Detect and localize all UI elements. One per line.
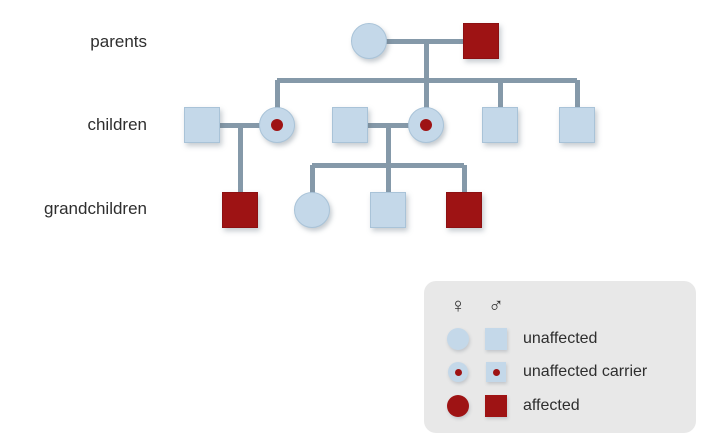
person-son-1 bbox=[482, 107, 518, 143]
connector-line bbox=[274, 80, 280, 125]
connector-line bbox=[423, 41, 429, 80]
legend-label-unaffected: unaffected bbox=[523, 330, 598, 347]
person-son-in-law-2 bbox=[332, 107, 368, 143]
generation-label-grandchildren: grandchildren bbox=[43, 199, 147, 218]
connector-line bbox=[423, 80, 429, 125]
legend-label-affected: affected bbox=[523, 397, 580, 414]
male-carrier-symbol bbox=[486, 362, 506, 382]
connector-line bbox=[497, 80, 503, 125]
connector-line bbox=[309, 165, 315, 210]
connector-line bbox=[237, 125, 243, 210]
person-daughter-2-carrier bbox=[408, 107, 444, 143]
person-grandson-2 bbox=[370, 192, 406, 228]
legend-row-unaffected-carrier: unaffected carrier bbox=[424, 355, 696, 389]
carrier-dot-icon bbox=[492, 368, 500, 376]
person-mother bbox=[351, 23, 387, 59]
male-affected-symbol bbox=[485, 395, 507, 417]
carrier-dot-icon bbox=[420, 119, 432, 131]
connector-line bbox=[461, 165, 467, 210]
carrier-dot-icon bbox=[454, 368, 462, 376]
person-granddaughter-1 bbox=[294, 192, 330, 228]
male-unaffected-symbol bbox=[485, 328, 507, 350]
connector-line bbox=[385, 125, 391, 165]
connector-line bbox=[385, 165, 391, 210]
legend-row-unaffected: unaffected bbox=[424, 322, 696, 356]
person-son-in-law-1 bbox=[184, 107, 220, 143]
person-grandson-1-affected bbox=[222, 192, 258, 228]
female-affected-symbol bbox=[447, 395, 469, 417]
female-icon: ♀ bbox=[450, 294, 466, 318]
generation-label-children: children bbox=[87, 115, 147, 134]
person-grandson-3-affected bbox=[446, 192, 482, 228]
female-carrier-symbol bbox=[448, 362, 468, 382]
person-daughter-1-carrier bbox=[259, 107, 295, 143]
pedigree-diagram bbox=[184, 23, 595, 228]
person-son-2 bbox=[559, 107, 595, 143]
legend-header-row: ♀ ♂ bbox=[424, 289, 696, 323]
legend-label-unaffected-carrier: unaffected carrier bbox=[523, 363, 648, 380]
carrier-dot-icon bbox=[271, 119, 283, 131]
generation-label-parents: parents bbox=[90, 32, 147, 51]
male-icon: ♂ bbox=[488, 294, 504, 318]
female-unaffected-symbol bbox=[447, 328, 469, 350]
person-father bbox=[463, 23, 499, 59]
legend: ♀ ♂ unaffected unaffected carrier affect… bbox=[424, 281, 696, 433]
connector-line bbox=[574, 80, 580, 125]
legend-row-affected: affected bbox=[424, 389, 696, 423]
